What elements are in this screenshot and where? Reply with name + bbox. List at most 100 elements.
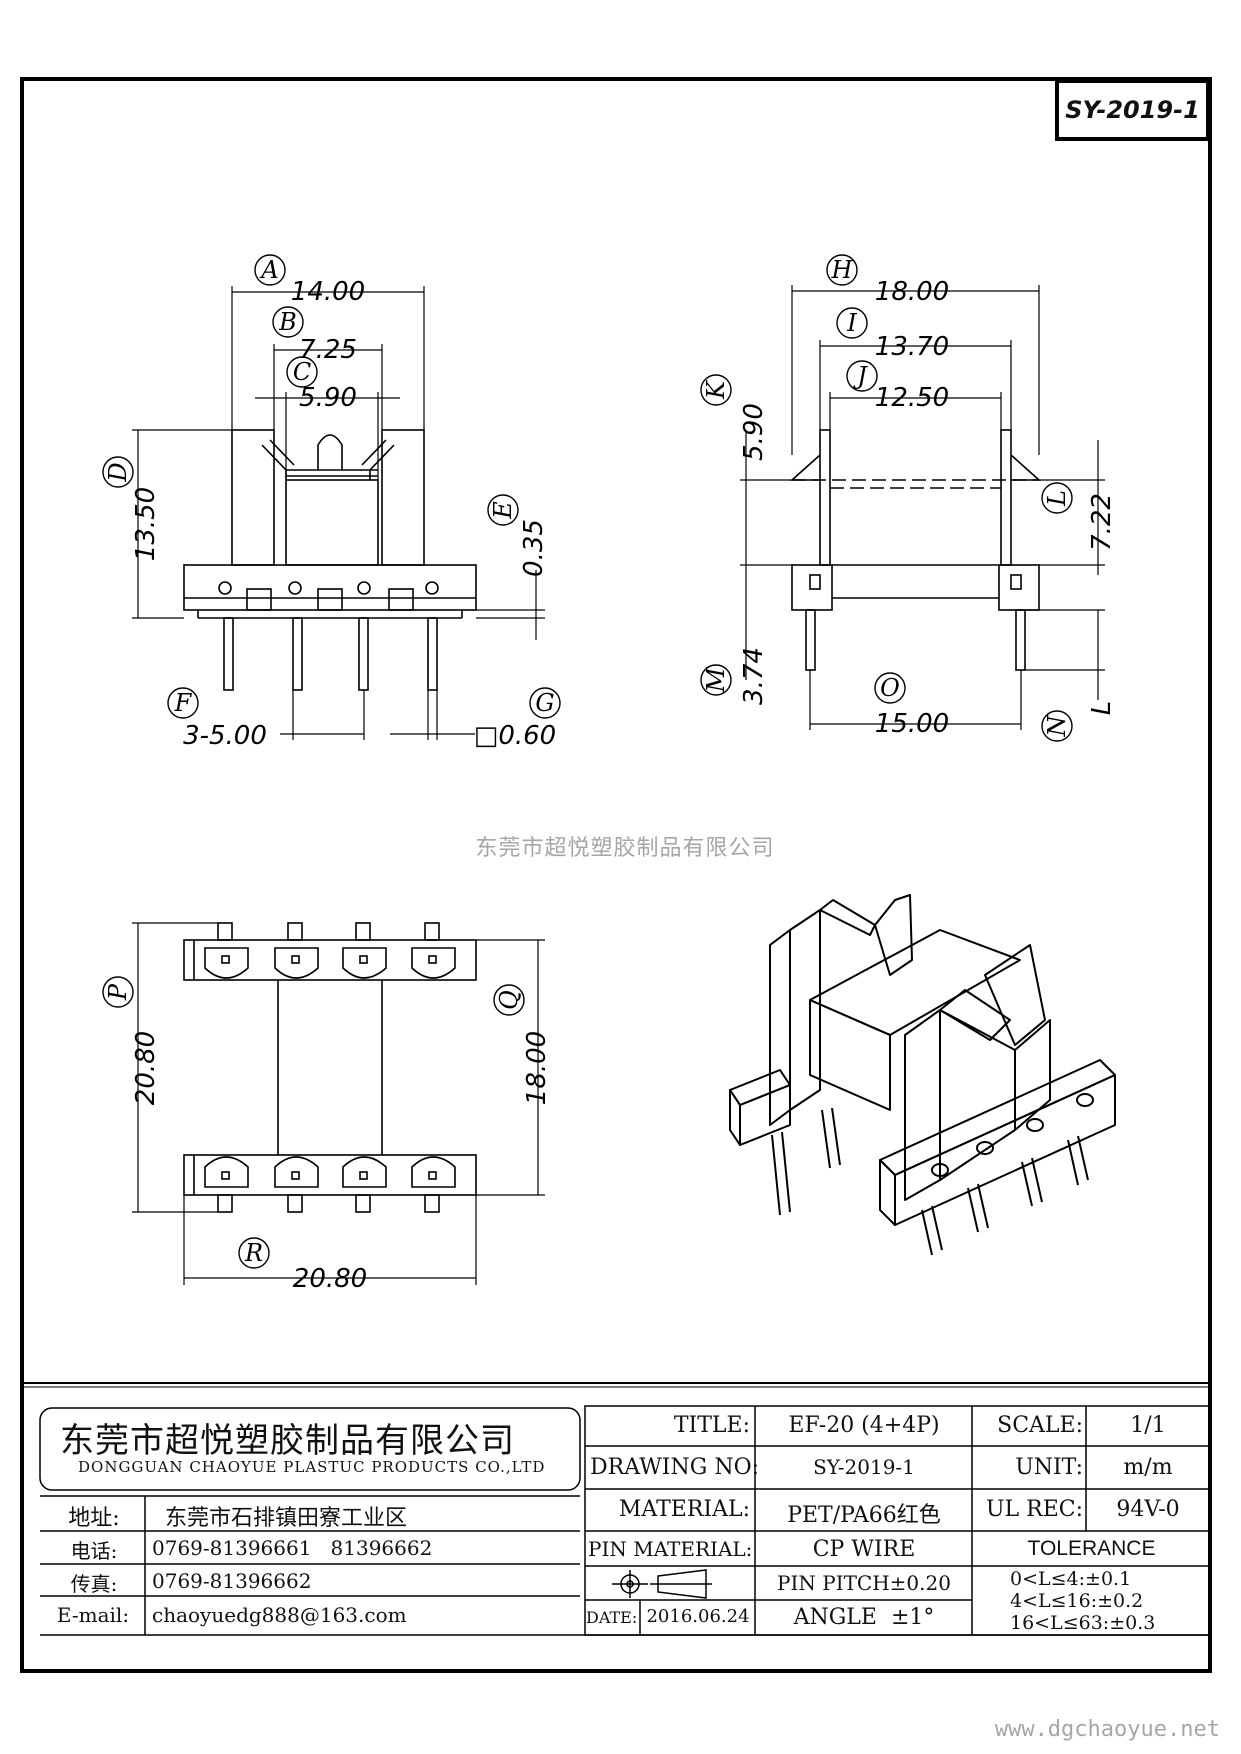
dim-m-value: 3.74: [739, 647, 769, 705]
tolerance-line-1: 0<L≤4:±0.1: [1010, 1568, 1132, 1590]
fax-value: 0769-81396662: [152, 1569, 312, 1593]
dim-p-value: 20.80: [131, 1031, 161, 1105]
title-value: EF-20 (4+4P): [788, 1413, 940, 1438]
pin-pitch-value: PIN PITCH±0.20: [777, 1571, 951, 1595]
balloon-n-circle: [1041, 710, 1073, 742]
balloon-d: D: [104, 462, 132, 482]
balloon-o-circle: [874, 672, 906, 704]
front-view: [183, 429, 477, 691]
balloon-j: J: [852, 362, 868, 390]
tolerance-line-3: 16<L≤63:±0.3: [1010, 1612, 1156, 1634]
balloon-a: A: [259, 256, 278, 284]
side-view-dimensions: [740, 285, 1105, 730]
bottom-view-dimension-text: 20.80 18.00 20.80: [131, 1031, 552, 1294]
dim-n-value: L: [1087, 701, 1117, 716]
title-label: TITLE:: [673, 1413, 750, 1438]
date-label: DATE:: [586, 1608, 638, 1627]
balloon-f: F: [174, 689, 193, 717]
address-value: 东莞市石排镇田寮工业区: [165, 1506, 408, 1531]
dim-c-value: 5.90: [299, 383, 357, 413]
pin-material-label: PIN MATERIAL:: [588, 1537, 753, 1561]
pin-material-value: CP WIRE: [812, 1537, 916, 1562]
dim-j-value: 12.50: [875, 383, 949, 413]
balloon-g: G: [535, 689, 554, 717]
watermark-text: 东莞市超悦塑胶制品有限公司: [475, 836, 775, 861]
drawing-no-label: DRAWING NO:: [590, 1455, 760, 1480]
dim-h-value: 18.00: [875, 277, 949, 307]
balloon-b: B: [278, 308, 297, 336]
unit-value: m/m: [1123, 1455, 1173, 1480]
ul-label: UL REC:: [985, 1497, 1083, 1522]
company-name-cn: 东莞市超悦塑胶制品有限公司: [60, 1421, 515, 1461]
angle-value: ANGLE ±1°: [793, 1605, 935, 1630]
balloon-c: C: [293, 358, 311, 386]
email-label: E-mail:: [56, 1603, 130, 1627]
drawing-no-value: SY-2019-1: [813, 1455, 915, 1479]
tolerance-line-2: 4<L≤16:±0.2: [1010, 1590, 1144, 1612]
dim-q-value: 18.00: [522, 1031, 552, 1105]
dim-r-value: 20.80: [293, 1264, 367, 1294]
fax-label: 传真:: [70, 1572, 118, 1596]
bottom-view: [183, 922, 477, 1213]
dim-g-value: □0.60: [474, 721, 556, 751]
balloon-g-circle: [529, 687, 561, 719]
balloon-o: O: [880, 674, 900, 702]
balloon-d-circle: [102, 456, 134, 488]
dim-k-value: 5.90: [739, 403, 769, 461]
balloon-k: K: [702, 379, 730, 400]
address-label: 地址:: [68, 1506, 120, 1531]
balloon-m-circle: [700, 664, 732, 696]
dim-i-value: 13.70: [875, 332, 949, 362]
side-view-dimension-text: 18.00 13.70 12.50 5.90 7.22 3.74 L 15.00: [739, 277, 1117, 739]
dim-o-value: 15.00: [875, 709, 949, 739]
isometric-view: [729, 894, 1116, 1256]
front-view-dimensions: [132, 286, 545, 740]
balloon-e: E: [489, 501, 517, 520]
balloon-k-circle: [700, 374, 732, 406]
bottom-view-dimensions: [132, 922, 545, 1285]
phone-label: 电话:: [70, 1539, 118, 1563]
dim-a-value: 14.00: [291, 277, 365, 307]
balloon-e-circle: [487, 494, 519, 526]
front-view-dimension-text: 14.00 7.25 5.90 13.50 0.35 3-5.00 □0.60: [131, 277, 556, 751]
balloon-h-circle: [826, 254, 858, 286]
scale-value: 1/1: [1130, 1413, 1166, 1438]
ul-value: 94V-0: [1116, 1497, 1180, 1522]
balloon-p-circle: [102, 976, 134, 1008]
balloon-r-circle: [238, 1237, 270, 1269]
website-url: www.dgchaoyue.net: [994, 1717, 1220, 1742]
balloon-m: M: [702, 666, 730, 693]
material-label: MATERIAL:: [618, 1497, 750, 1522]
company-name-en: DONGGUAN CHAOYUE PLASTUC PRODUCTS CO.,LT…: [78, 1458, 546, 1476]
balloon-q: Q: [495, 990, 523, 1010]
balloon-i-circle: [836, 307, 868, 339]
side-view: [789, 429, 1042, 671]
dim-l-value: 7.22: [1087, 493, 1117, 551]
balloon-n: N: [1043, 715, 1071, 738]
sheet-border: [20, 77, 1212, 1673]
dim-e-value: 0.35: [519, 519, 549, 577]
drawing-code-box: SY-2019-1: [1055, 79, 1210, 141]
dim-d-value: 13.50: [131, 487, 161, 561]
balloon-b-circle: [272, 306, 304, 338]
balloon-q-circle: [493, 984, 525, 1016]
material-value: PET/PA66红色: [787, 1503, 941, 1528]
balloon-l: L: [1043, 490, 1071, 507]
tolerance-label: TOLERANCE: [1027, 1537, 1156, 1560]
date-value: 2016.06.24: [646, 1606, 750, 1627]
balloon-j-circle: [846, 360, 878, 392]
email-value: chaoyuedg888@163.com: [152, 1603, 407, 1627]
dim-b-value: 7.25: [299, 335, 357, 365]
balloon-a-circle: [254, 254, 286, 286]
unit-label: UNIT:: [1015, 1455, 1083, 1480]
title-block-grid: [39, 1405, 1211, 1636]
balloon-i: I: [846, 309, 857, 337]
balloon-h: H: [831, 256, 854, 284]
balloon-f-circle: [167, 687, 199, 719]
balloon-p: P: [104, 983, 132, 1001]
balloon-c-circle: [286, 356, 318, 388]
dim-f-value: 3-5.00: [183, 721, 267, 751]
phone-value: 0769-81396661 81396662: [152, 1536, 433, 1560]
balloon-l-circle: [1041, 482, 1073, 514]
